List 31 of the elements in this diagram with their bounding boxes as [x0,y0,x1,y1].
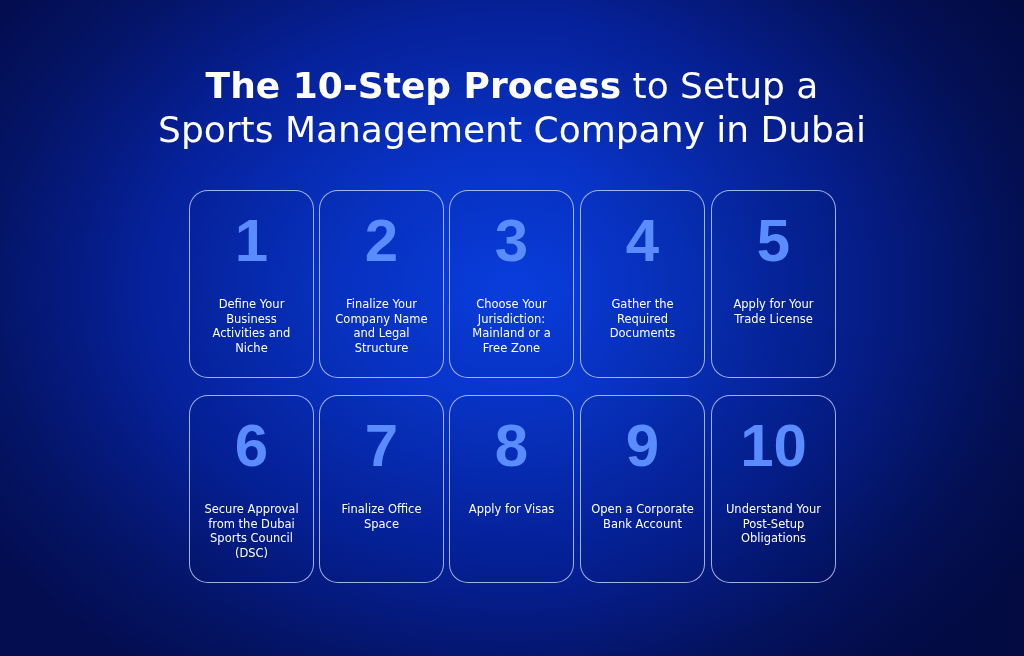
step-description: Apply for Your Trade License [732,297,815,327]
step-card [711,395,836,583]
step-description: Understand Your Post-Setup Obligations [724,502,823,546]
step-card [189,190,314,378]
step-card [319,395,444,583]
step-card [189,395,314,583]
step-description: Gather the Required Documents [608,297,677,341]
step-description: Apply for Visas [467,502,556,517]
step-description: Open a Corporate Bank Account [590,502,695,532]
step-number: 5 [756,218,791,264]
step-card [580,190,705,378]
step-number: 10 [740,423,807,469]
step-number: 1 [234,218,269,264]
step-number: 6 [234,423,269,469]
step-number: 2 [364,218,399,264]
step-description: Choose Your Jurisdiction: Mainland or a Free Zone [471,297,552,356]
step-description: Secure Approval from the Dubai Sports Council (DSC) [203,502,300,561]
step-number: 3 [494,218,529,264]
step-card [319,190,444,378]
step-number: 4 [625,218,660,264]
title: The 10-Step Process to Setup a Sports Management Company in Dubai [157,64,867,152]
step-number: 9 [625,423,660,469]
step-number: 7 [364,423,399,469]
step-description: Finalize Your Company Name and Legal Structure [334,297,429,356]
step-card [580,395,705,583]
step-card [711,190,836,378]
step-card [449,190,574,378]
step-description: Define Your Business Activities and Niche [211,297,292,356]
step-description: Finalize Office Space [340,502,423,532]
step-number: 8 [494,423,529,469]
step-card [449,395,574,583]
